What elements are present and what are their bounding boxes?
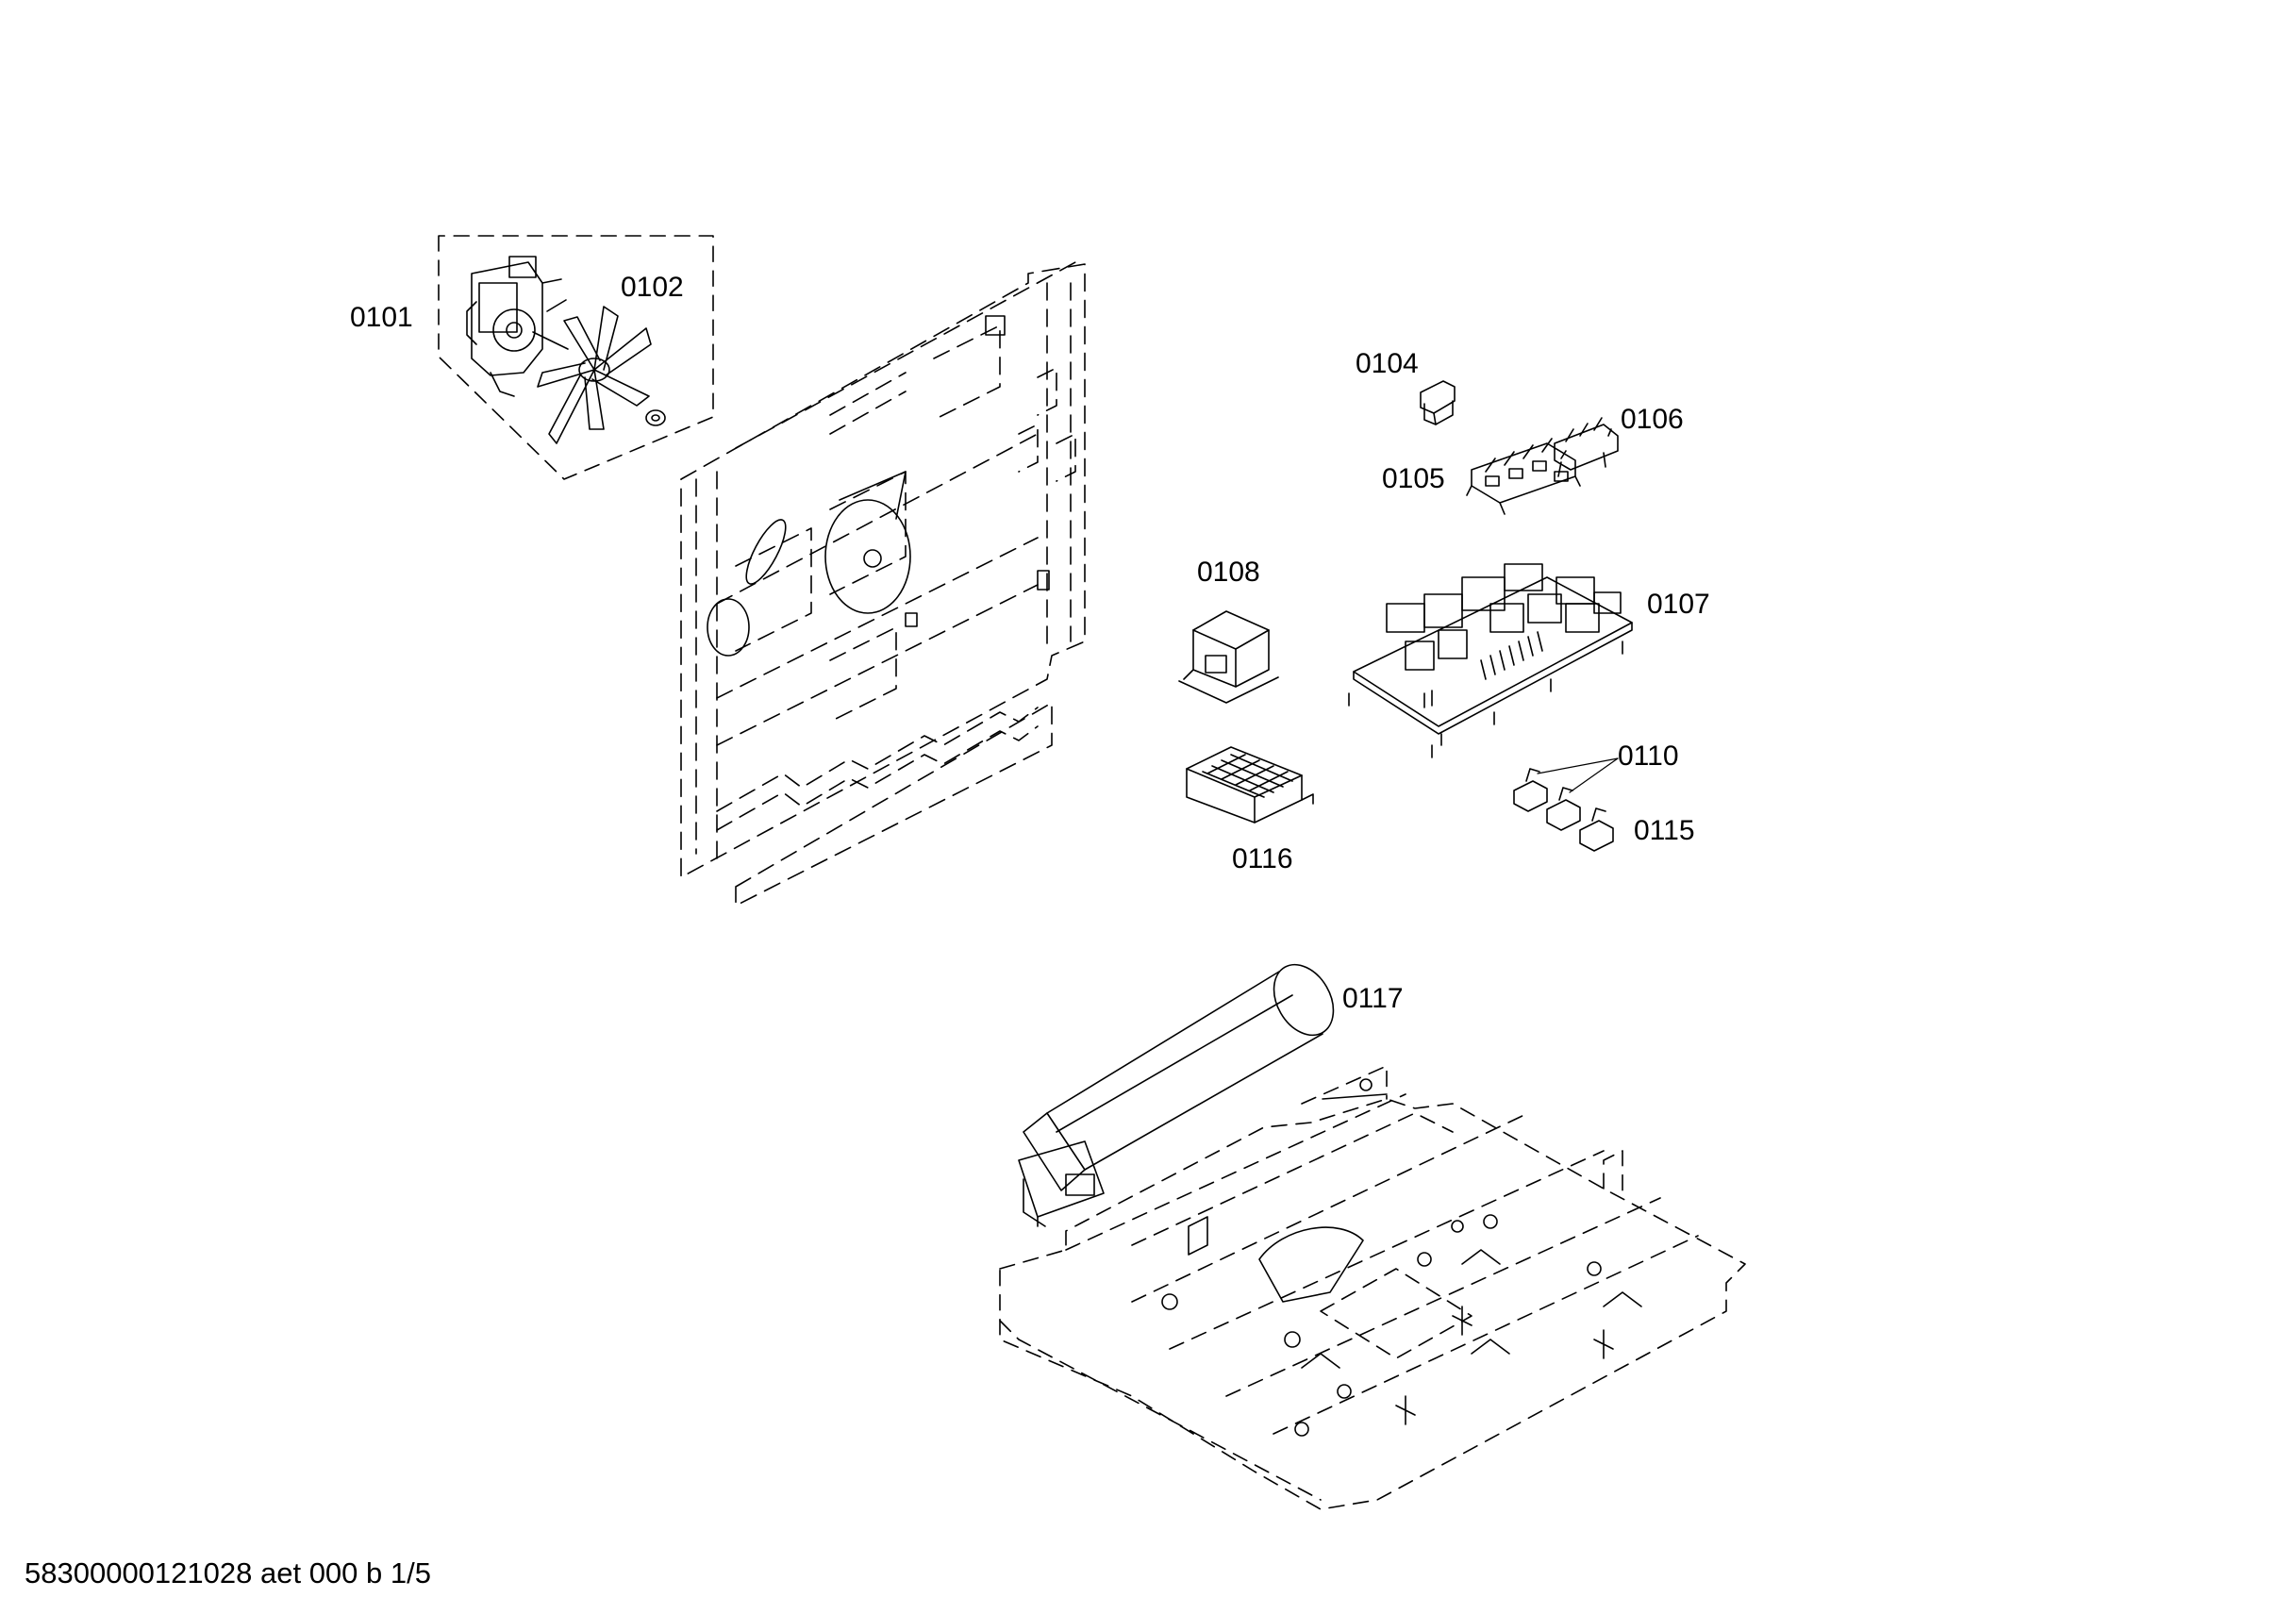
terminal-strip-part (1467, 439, 1580, 514)
clip-part-a (1514, 769, 1547, 811)
rear-panel (681, 262, 1085, 906)
label-0117: 0117 (1342, 983, 1404, 1014)
heating-element-part (1019, 954, 1345, 1226)
clip-part-c (1580, 808, 1613, 851)
label-0106: 0106 (1621, 404, 1684, 435)
connector-block-part (1555, 418, 1618, 476)
label-0101: 0101 (350, 302, 413, 333)
clip-part-b (1547, 788, 1580, 830)
document-id: 58300000121028 aet 000 b 1/5 (25, 1556, 431, 1589)
lamp-holder-part (1421, 381, 1455, 424)
base-panel-solid-features (1162, 1079, 1641, 1436)
leader-lines-0110 (1538, 758, 1618, 792)
label-0110: 0110 (1618, 740, 1679, 772)
label-0108: 0108 (1197, 557, 1260, 588)
transformer-part (1179, 611, 1278, 703)
label-0116: 0116 (1232, 843, 1293, 874)
label-0102: 0102 (621, 272, 684, 303)
control-board-part (1349, 564, 1632, 757)
label-0105: 0105 (1382, 463, 1445, 494)
rear-panel-solid-features (707, 316, 1049, 656)
label-0107: 0107 (1647, 589, 1710, 620)
label-0104: 0104 (1356, 348, 1419, 379)
fan-assembly-group (439, 236, 713, 479)
fan-wheel-part (538, 307, 665, 443)
base-panel (1000, 1066, 1745, 1509)
fan-motor-part (467, 257, 568, 396)
heatsink-part (1187, 747, 1313, 823)
label-0115: 0115 (1634, 815, 1695, 846)
